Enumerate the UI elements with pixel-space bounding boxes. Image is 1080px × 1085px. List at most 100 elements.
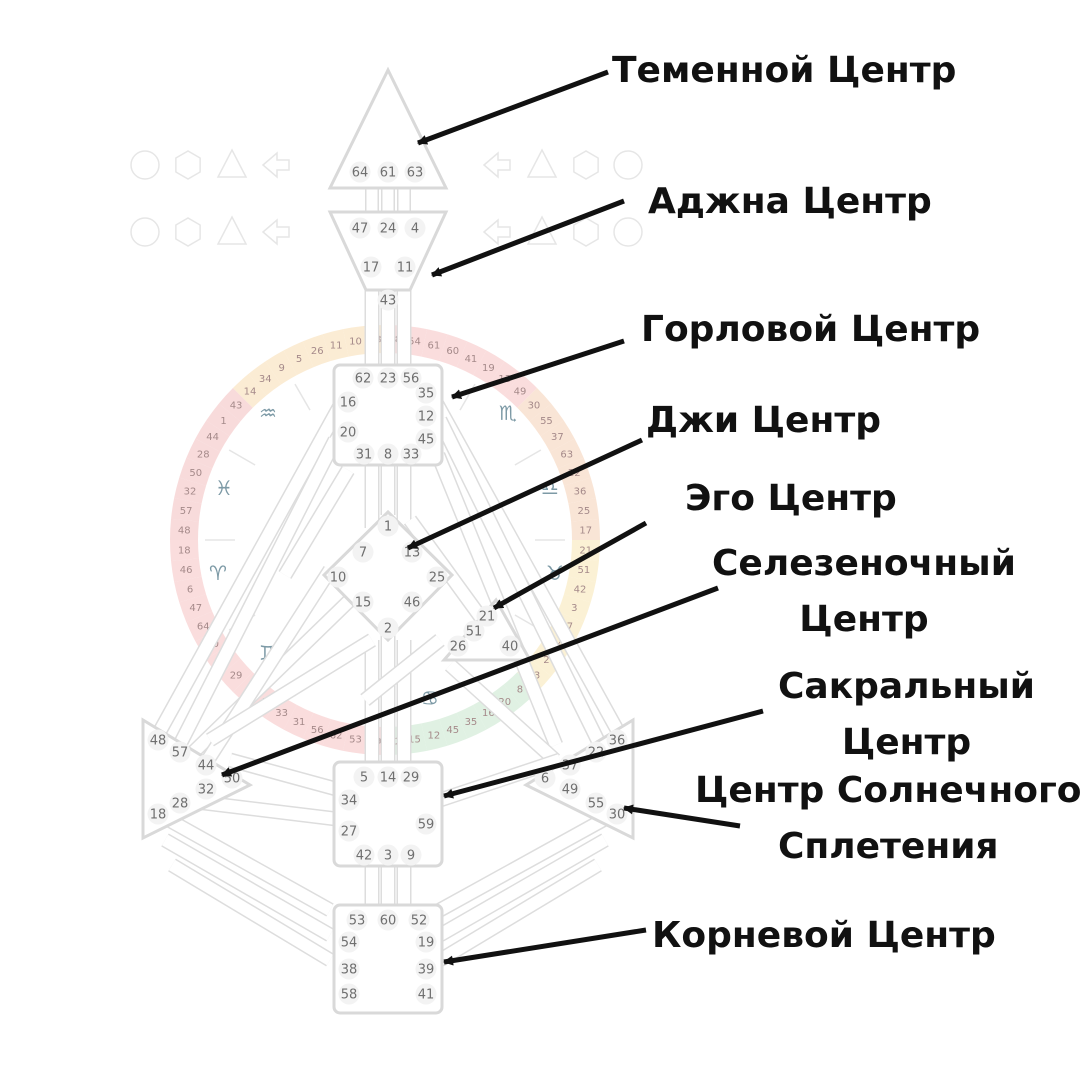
gate-bubble — [415, 382, 437, 404]
triangle-icon — [216, 148, 248, 178]
zodiac-symbol-icon: ♓ — [215, 476, 233, 500]
wheel-segment — [343, 326, 367, 357]
wheel-gate-number: 43 — [230, 401, 243, 412]
gate-number: 9 — [407, 849, 415, 864]
wheel-segment — [540, 420, 575, 452]
gate-number: 10 — [330, 571, 347, 586]
triangle-icon — [216, 215, 248, 245]
wheel-segment — [517, 387, 552, 422]
gate-bubble — [377, 289, 399, 311]
gate-bubble — [415, 958, 437, 980]
gate-bubble — [338, 820, 360, 842]
spleen-center — [141, 717, 254, 841]
wheel-segment — [568, 498, 599, 522]
wheel-gate-number: 50 — [189, 468, 202, 479]
gate-number: 29 — [403, 771, 420, 786]
wheel-segment — [439, 334, 468, 368]
gate-bubble — [377, 909, 399, 931]
gate-number: 4 — [411, 222, 419, 237]
gate-number: 53 — [349, 914, 366, 929]
wheel-gate-number: 64 — [197, 621, 210, 632]
wheel-segment — [343, 723, 367, 754]
wheel-gate-number: 41 — [465, 354, 478, 365]
wheel-gate-number: 48 — [178, 526, 191, 537]
gate-bubble — [606, 729, 628, 751]
gate-number: 46 — [404, 596, 421, 611]
wheel-segment — [503, 373, 538, 408]
gate-number: 58 — [341, 988, 358, 1003]
gate-number: 35 — [418, 387, 435, 402]
wheel-gate-number: 20 — [498, 697, 511, 708]
annotation-arrow — [451, 338, 625, 400]
wheel-gate-number: 55 — [540, 416, 553, 427]
wheel-gate-number: 1 — [220, 416, 226, 427]
gate-bubble — [400, 443, 422, 465]
zodiac-symbol-icon: ♒ — [259, 401, 277, 425]
gate-number: 57 — [172, 746, 189, 761]
gate-bubble — [338, 983, 360, 1005]
gate-number: 3 — [384, 849, 392, 864]
wheel-segment — [171, 498, 202, 522]
gate-bubble — [147, 803, 169, 825]
wheel-segment — [456, 704, 487, 739]
wheel-gate-number: 15 — [408, 734, 421, 745]
wheel-segment — [421, 329, 448, 362]
gate-number: 41 — [418, 988, 435, 1003]
wheel-gate-number: 61 — [427, 341, 440, 352]
gate-bubble — [377, 217, 399, 239]
gate-bubble — [338, 931, 360, 953]
gate-number: 1 — [384, 520, 392, 535]
wheel-gate-number: 44 — [206, 432, 219, 443]
wheel-divider — [294, 383, 311, 411]
circle-icon — [130, 217, 160, 247]
gate-bubble — [349, 217, 371, 239]
gate-number: 27 — [341, 825, 358, 840]
gate-number: 17 — [363, 261, 380, 276]
annotation-arrow — [431, 198, 625, 278]
gate-bubble — [400, 766, 422, 788]
gate-bubble — [447, 635, 469, 657]
label-ajna-center: Аджна Центр — [648, 181, 932, 222]
wheel-segment — [174, 477, 207, 504]
gate-bubble — [377, 844, 399, 866]
label-sacral-center: Сакральный Центр — [778, 666, 1035, 763]
wheel-gate-number: 18 — [178, 545, 191, 556]
channel — [166, 437, 341, 763]
channel — [168, 859, 334, 966]
gate-number: 12 — [418, 410, 435, 425]
root-center — [332, 903, 444, 1015]
channel — [436, 859, 602, 966]
wheel-gate-number: 5 — [296, 354, 302, 365]
hexagon-icon — [573, 217, 599, 247]
wheel-gate-number: 6 — [187, 584, 193, 595]
wheel-gate-number: 31 — [293, 717, 306, 728]
wheel-gate-number: 42 — [574, 584, 587, 595]
wheel-segment — [571, 540, 600, 562]
gate-number: 56 — [403, 372, 420, 387]
gate-bubble — [415, 931, 437, 953]
gate-bubble — [400, 844, 422, 866]
gate-bubble — [377, 766, 399, 788]
wheel-gate-number: 53 — [349, 734, 362, 745]
gate-bubble — [499, 635, 521, 657]
solar-plexus-center — [522, 717, 635, 841]
wheel-gate-number: 30 — [528, 401, 541, 412]
wheel-segment — [549, 438, 584, 469]
wheel-gate-number: 8 — [517, 684, 523, 695]
wheel-segment — [283, 341, 314, 376]
annotation-arrow — [443, 927, 647, 966]
gate-number: 26 — [450, 640, 467, 655]
gate-bubble — [338, 789, 360, 811]
wheel-gate-number: 54 — [408, 337, 421, 348]
hexagon-icon — [175, 150, 201, 180]
gate-bubble — [463, 620, 485, 642]
gate-number: 43 — [380, 294, 397, 309]
gate-number: 30 — [609, 808, 626, 823]
gate-bubble — [377, 617, 399, 639]
wheel-segment — [473, 695, 505, 730]
wheel-segment — [170, 518, 199, 540]
gate-bubble — [337, 421, 359, 443]
wheel-gate-number: 9 — [278, 363, 284, 374]
arrow-shape-icon — [482, 151, 511, 179]
